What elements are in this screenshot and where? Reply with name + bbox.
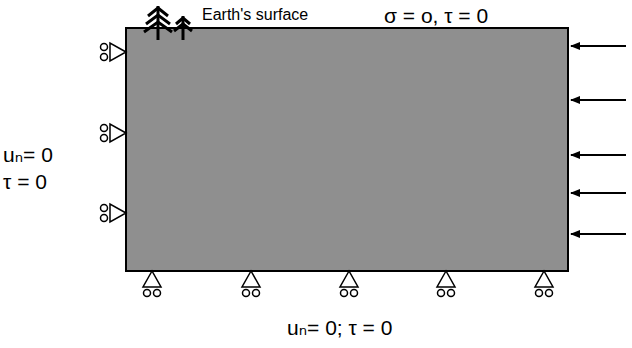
roller-wheel (101, 135, 108, 142)
roller-wheel (101, 215, 108, 222)
trees (144, 6, 192, 40)
roller-wheel (448, 290, 455, 297)
roller-wheel (101, 125, 108, 132)
roller-wheel (101, 44, 108, 51)
roller-triangle (242, 271, 260, 287)
roller-triangle (340, 271, 358, 287)
surface-label: Earth's surface (202, 6, 308, 24)
roller-wheel (341, 290, 348, 297)
roller-triangle (535, 271, 553, 287)
top-boundary-condition: σ = o, τ = 0 (384, 4, 488, 27)
roller-triangle (110, 43, 126, 61)
roller-wheel (351, 290, 358, 297)
roller-wheel (144, 290, 151, 297)
roller-triangle (110, 204, 126, 222)
roller-wheel (243, 290, 250, 297)
roller-wheel (438, 290, 445, 297)
rock-domain (126, 28, 568, 271)
roller-wheel (154, 290, 161, 297)
roller-supports (101, 43, 554, 297)
load-arrows (571, 46, 626, 234)
left-boundary-condition: uₙ= 0 (3, 143, 53, 166)
roller-triangle (437, 271, 455, 287)
roller-wheel (101, 205, 108, 212)
left-boundary-condition: τ = 0 (3, 170, 47, 193)
bottom-boundary-condition: uₙ= 0; τ = 0 (287, 316, 392, 339)
roller-wheel (101, 54, 108, 61)
roller-wheel (546, 290, 553, 297)
roller-triangle (110, 124, 126, 142)
roller-wheel (536, 290, 543, 297)
roller-wheel (253, 290, 260, 297)
roller-triangle (143, 271, 161, 287)
